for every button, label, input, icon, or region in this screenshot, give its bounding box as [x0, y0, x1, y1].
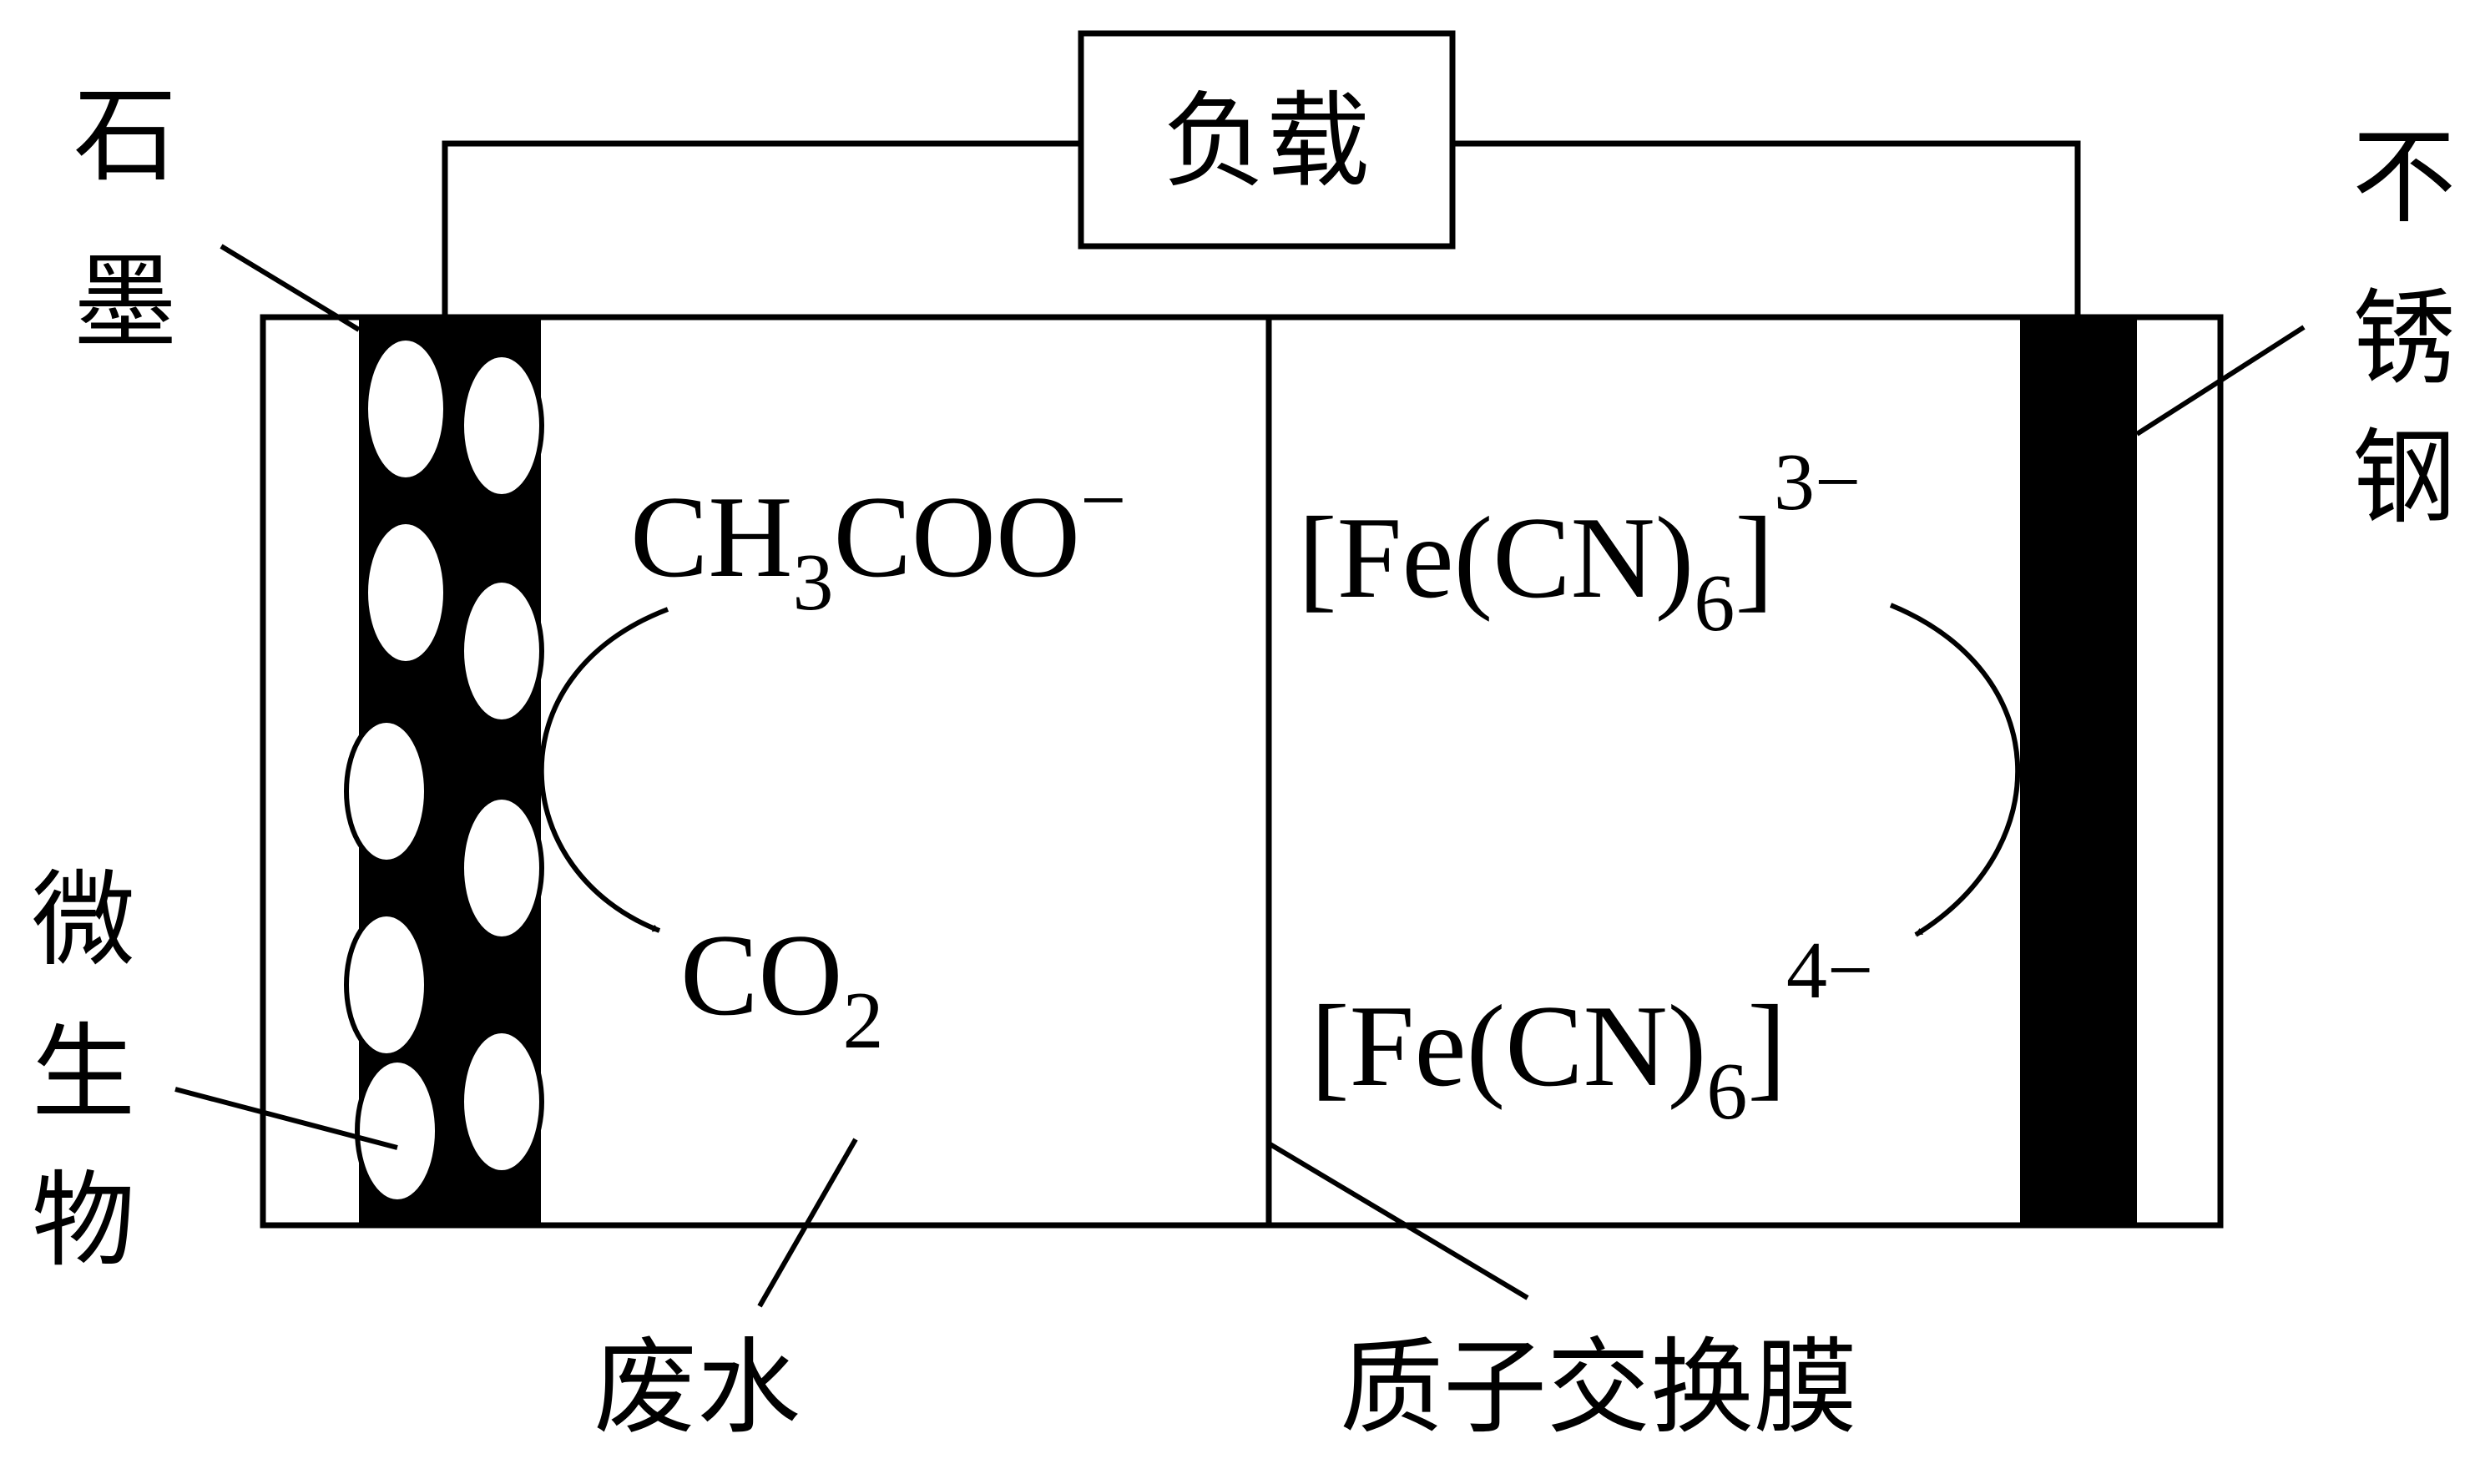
microbe-ellipse: [355, 1057, 440, 1204]
microbe-label-char-3: 物: [32, 1161, 135, 1281]
microbe-ellipse: [459, 795, 544, 941]
microbe-ellipse: [344, 911, 429, 1058]
microbe-label-char-2: 生: [32, 1013, 135, 1133]
co2-formula: CO2: [680, 911, 883, 1066]
graphite-label-char-1: 石: [73, 76, 177, 196]
load-box: [1078, 30, 1456, 250]
microbe-ellipse: [344, 718, 429, 865]
steel-leader-line: [2135, 325, 2306, 437]
wastewater-label: 废水: [593, 1328, 801, 1448]
acetate-formula: CH3COO−: [630, 456, 1126, 628]
steel-label-char-3: 钢: [2352, 418, 2456, 538]
membrane-leader-line: [1267, 1141, 1529, 1300]
microbe-ellipse: [363, 519, 448, 666]
cell-container: [260, 314, 2224, 1229]
cathode-reaction-arrow: [1889, 603, 2021, 937]
microbe-label-char-1: 微: [32, 861, 135, 981]
microbe-ellipse: [363, 336, 448, 482]
graphite-leader-line: [220, 244, 361, 332]
steel-label-char-2: 锈: [2352, 279, 2456, 399]
left-wire: [442, 140, 1081, 317]
anode-reaction-arrow: [538, 607, 669, 933]
microbe-ellipse: [459, 352, 544, 499]
ferricyanide-formula: [Fe(CN)6]3−: [1298, 437, 1861, 649]
membrane-label: 质子交换膜: [1340, 1328, 1857, 1448]
steel-label-char-1: 不: [2352, 118, 2456, 238]
microbe-ellipse: [459, 578, 544, 724]
graphite-label-char-2: 墨: [73, 243, 177, 363]
microbe-ellipse: [459, 1028, 544, 1175]
load-label: 负载: [1163, 82, 1370, 202]
microbe-leader-line: [174, 1087, 398, 1150]
wastewater-leader-line: [757, 1138, 858, 1308]
ferrocyanide-formula: [Fe(CN)6]4−: [1311, 926, 1873, 1137]
right-wire: [1452, 140, 2081, 317]
microbe-colonies: [344, 336, 544, 1204]
stainless-steel-electrode: [2020, 317, 2137, 1225]
